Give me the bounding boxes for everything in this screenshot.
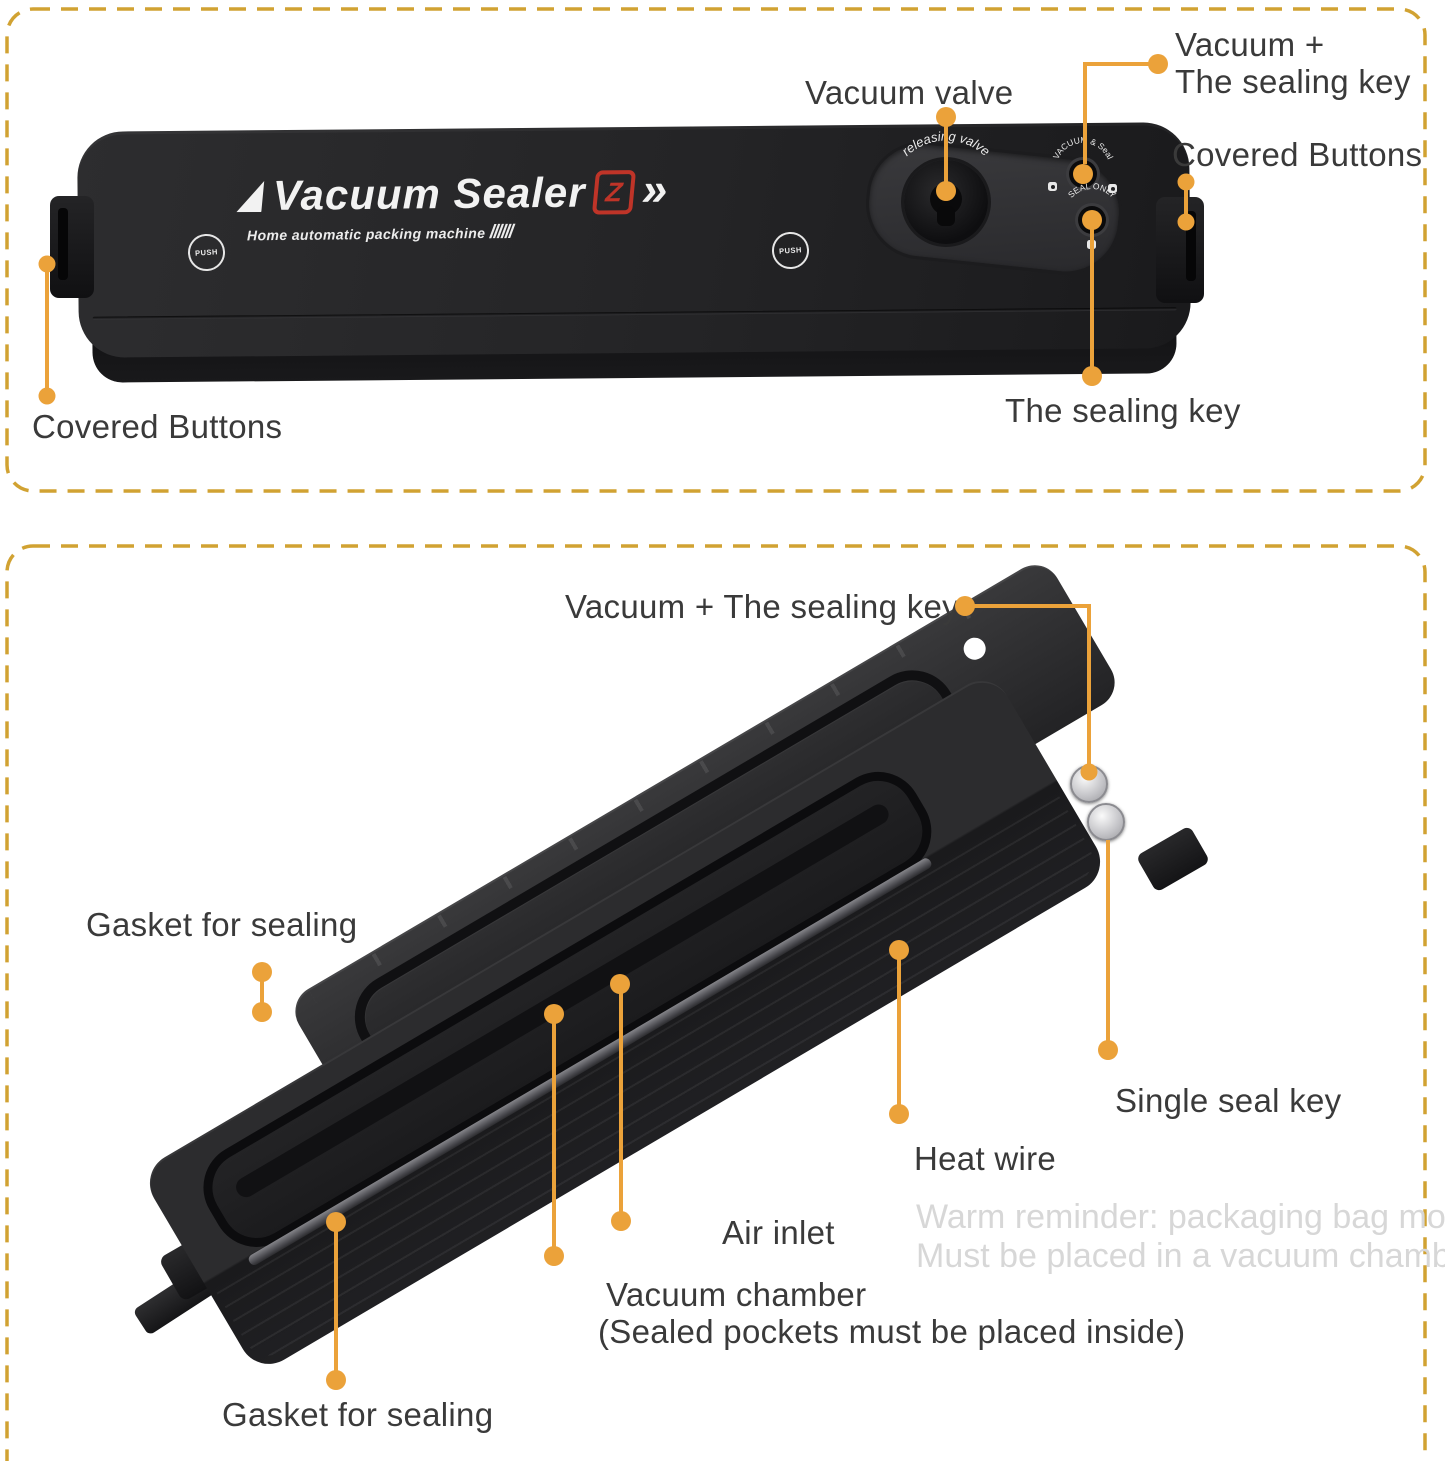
pointer-line — [260, 978, 264, 1008]
pointer-dot — [889, 940, 909, 960]
pointer-dot — [252, 1002, 272, 1022]
pointer-line — [552, 1020, 556, 1250]
pointer-line — [1087, 604, 1091, 766]
brand-logo: Vacuum Sealer Z » — [240, 163, 668, 220]
pointer-dot — [936, 107, 956, 127]
base-right-clip — [1135, 825, 1211, 893]
vacuum-seal-key-button — [1070, 765, 1108, 803]
pointer-dot — [38, 255, 56, 273]
pointer-line — [1083, 62, 1153, 66]
pointer-dot — [1082, 210, 1102, 230]
pointer-line — [45, 268, 49, 392]
pointer-line — [1090, 228, 1094, 372]
vacuum-valve-tip — [937, 206, 955, 226]
pointer-dot — [252, 962, 272, 982]
pointer-dot — [1082, 366, 1102, 386]
logo-chevrons-icon: » — [641, 162, 668, 216]
pointer-dot — [1148, 54, 1168, 74]
watermark-text: Warm reminder: packaging bag mout Must b… — [916, 1198, 1445, 1275]
label-vacuum-valve: Vacuum valve — [805, 74, 1014, 111]
logo-subtitle: Home automatic packing machine ////// — [246, 221, 513, 244]
pointer-dot — [955, 596, 975, 616]
subtitle-slashes-icon: ////// — [489, 221, 513, 243]
left-covered-button-latch — [50, 196, 94, 298]
pointer-dot — [38, 387, 56, 405]
pointer-dot — [544, 1246, 564, 1266]
pointer-dot — [1177, 173, 1195, 191]
label-gasket-bottom: Gasket for sealing — [222, 1396, 494, 1433]
single-seal-key-button — [1087, 803, 1125, 841]
label-vacuum-plus-sealing-key: Vacuum + The sealing key — [1175, 26, 1411, 100]
pointer-dot — [1098, 1040, 1118, 1060]
label-sealing-key: The sealing key — [1005, 392, 1241, 429]
pointer-dot — [611, 1211, 631, 1231]
pointer-dot — [326, 1370, 346, 1390]
pointer-dot — [889, 1104, 909, 1124]
label-covered-buttons-right: Covered Buttons — [1172, 136, 1423, 173]
label-single-seal-key: Single seal key — [1115, 1082, 1342, 1119]
seal-mode-icon — [1108, 184, 1117, 193]
label-vacuum-seal-key: Vacuum + The sealing key — [565, 588, 959, 625]
pointer-dot — [544, 1004, 564, 1024]
logo-text: Vacuum Sealer — [272, 168, 586, 219]
pointer-line — [619, 990, 623, 1214]
pointer-line — [969, 604, 1090, 608]
pointer-line — [944, 120, 948, 188]
pointer-dot — [610, 974, 630, 994]
pointer-dot — [1073, 164, 1093, 184]
pointer-dot — [326, 1212, 346, 1232]
pointer-dot — [1080, 763, 1098, 781]
label-air-inlet: Air inlet — [722, 1214, 835, 1251]
label-heat-wire: Heat wire — [914, 1140, 1057, 1177]
pointer-dot — [936, 181, 956, 201]
pointer-line — [334, 1228, 338, 1376]
lid-hole — [959, 633, 990, 664]
right-covered-button-latch — [1156, 197, 1204, 303]
label-vacuum-chamber: Vacuum chamber (Sealed pockets must be p… — [598, 1276, 1186, 1350]
pointer-line — [1184, 186, 1188, 218]
pointer-line — [1106, 840, 1110, 1044]
pointer-line — [1083, 62, 1087, 164]
label-gasket-top: Gasket for sealing — [86, 906, 358, 943]
label-covered-buttons-left: Covered Buttons — [32, 408, 283, 445]
logo-triangle-icon — [236, 180, 268, 211]
pointer-line — [897, 956, 901, 1108]
vacuum-mode-icon — [1048, 182, 1057, 191]
pointer-dot — [1177, 213, 1195, 231]
logo-z-badge: Z — [591, 170, 636, 215]
